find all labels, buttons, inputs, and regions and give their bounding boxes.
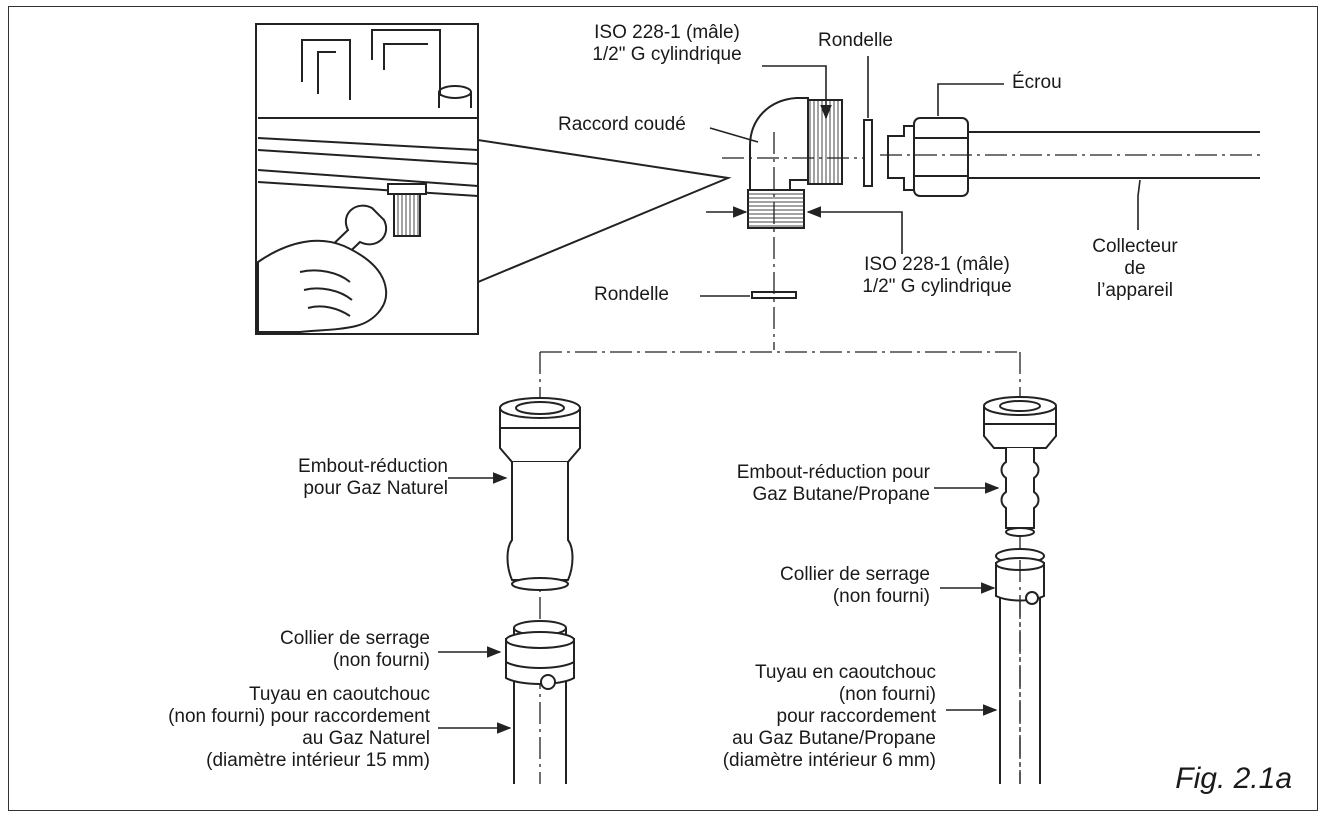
inset-illustration [255, 23, 732, 335]
reducer-butane-propane [983, 396, 1057, 537]
label-iso-top: ISO 228-1 (mâle) 1/2" G cylindrique [592, 22, 742, 65]
label-collier-right: Collier de serrage (non fourni) [780, 564, 930, 607]
label-embout-butane: Embout-réduction pour Gaz Butane/Propane [736, 462, 930, 505]
figure-label: Fig. 2.1a [1175, 762, 1292, 795]
label-tuyau-left: Tuyau en caoutchouc (non fourni) pour ra… [168, 684, 430, 771]
hose-natural-gas [505, 620, 575, 784]
elbow-fitting [722, 97, 1262, 350]
label-rondelle-bottom: Rondelle [594, 284, 669, 305]
label-rondelle-top: Rondelle [818, 30, 893, 51]
diagram-frame [8, 6, 1318, 811]
reducer-natural-gas [499, 397, 581, 591]
label-ecrou: Écrou [1012, 72, 1062, 93]
leader-lines [438, 56, 1141, 734]
label-tuyau-right: Tuyau en caoutchouc (non fourni) pour ra… [722, 662, 936, 771]
hose-butane-propane [995, 548, 1045, 784]
label-raccord-coude: Raccord coudé [558, 114, 686, 135]
label-collecteur: Collecteur de l’appareil [1092, 236, 1178, 301]
label-iso-bottom: ISO 228-1 (mâle) 1/2" G cylindrique [862, 254, 1012, 297]
label-collier-left: Collier de serrage (non fourni) [280, 628, 430, 671]
fitting-under-hob [387, 183, 427, 237]
label-embout-naturel: Embout-réduction pour Gaz Naturel [298, 456, 448, 499]
